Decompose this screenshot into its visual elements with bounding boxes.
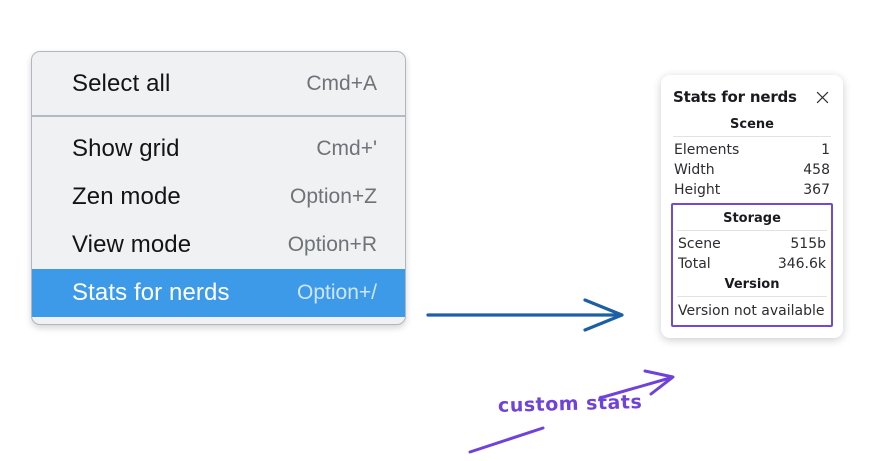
menu-item-label: Show grid (72, 135, 180, 162)
menu-item-stats-for-nerds[interactable]: Stats for nerds Option+/ (32, 269, 405, 317)
storage-section-heading: Storage (723, 211, 781, 226)
custom-stats-annotation-label: custom stats (497, 391, 643, 417)
stat-value: 346.6k (777, 256, 826, 272)
menu-group-2: Show grid Cmd+' Zen mode Option+Z View m… (32, 115, 405, 324)
menu-item-label: Stats for nerds (72, 279, 230, 306)
stat-row-storage-scene: Scene 515b (675, 234, 829, 254)
version-section-heading: Version (724, 277, 780, 292)
menu-item-shortcut: Option+Z (290, 185, 377, 208)
stat-value: 367 (803, 182, 830, 198)
panel-header: Stats for nerds (671, 85, 833, 114)
stat-row-elements: Elements 1 (671, 140, 833, 160)
stat-value: 458 (803, 162, 830, 178)
stat-row-height: Height 367 (671, 180, 833, 200)
menu-item-view-mode[interactable]: View mode Option+R (32, 221, 405, 269)
scene-section-heading: Scene (730, 117, 774, 132)
menu-item-show-grid[interactable]: Show grid Cmd+' (32, 125, 405, 173)
stat-value: 515b (790, 236, 826, 252)
divider (673, 136, 831, 137)
stats-for-nerds-panel: Stats for nerds Scene Elements 1 Width 4… (661, 75, 843, 338)
menu-item-label: Select all (72, 70, 171, 97)
menu-item-zen-mode[interactable]: Zen mode Option+Z (32, 173, 405, 221)
stat-key: Elements (674, 142, 740, 158)
menu-item-shortcut: Cmd+' (316, 137, 377, 160)
stat-key: Height (674, 182, 721, 198)
context-menu[interactable]: Select all Cmd+A Show grid Cmd+' Zen mod… (31, 51, 406, 325)
divider (677, 230, 827, 231)
menu-item-shortcut: Option+/ (297, 281, 377, 304)
stat-row-width: Width 458 (671, 160, 833, 180)
menu-item-select-all[interactable]: Select all Cmd+A (32, 60, 405, 108)
menu-group-1: Select all Cmd+A (32, 52, 405, 115)
page-title: Stats for nerds (673, 88, 797, 106)
stat-value: 1 (821, 142, 830, 158)
menu-item-label: Zen mode (72, 183, 181, 210)
menu-item-label: View mode (72, 231, 192, 258)
menu-item-shortcut: Cmd+A (306, 72, 377, 95)
divider (677, 296, 827, 297)
custom-stats-section: Storage Scene 515b Total 346.6k Version … (671, 203, 833, 327)
menu-item-shortcut: Option+R (287, 233, 377, 256)
close-icon[interactable] (814, 89, 831, 106)
stat-key: Total (678, 256, 711, 272)
purple-arrow-tail (468, 426, 545, 454)
version-value: Version not available (678, 303, 825, 319)
stat-key: Scene (678, 236, 721, 252)
stat-key: Width (674, 162, 715, 178)
blue-arrow (426, 298, 624, 332)
stat-row-storage-total: Total 346.6k (675, 254, 829, 274)
